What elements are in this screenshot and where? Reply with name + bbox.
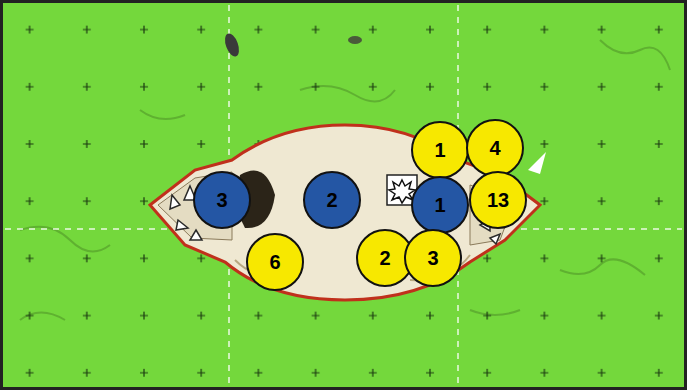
player-number: 4 xyxy=(489,138,500,158)
yellow-player: 13 xyxy=(469,171,527,229)
player-number: 13 xyxy=(487,190,509,210)
player-number: 6 xyxy=(269,252,280,272)
player-number: 2 xyxy=(326,190,337,210)
player-number: 3 xyxy=(216,190,227,210)
blue-player: 1 xyxy=(411,176,469,234)
player-number: 2 xyxy=(379,248,390,268)
player-number: 1 xyxy=(434,195,445,215)
yellow-player: 1 xyxy=(411,121,469,179)
yellow-player: 4 xyxy=(466,119,524,177)
blue-player: 2 xyxy=(303,171,361,229)
yellow-player: 6 xyxy=(246,233,304,291)
blue-player: 3 xyxy=(193,171,251,229)
player-number: 3 xyxy=(427,248,438,268)
player-number: 1 xyxy=(434,140,445,160)
yellow-player: 3 xyxy=(404,229,462,287)
